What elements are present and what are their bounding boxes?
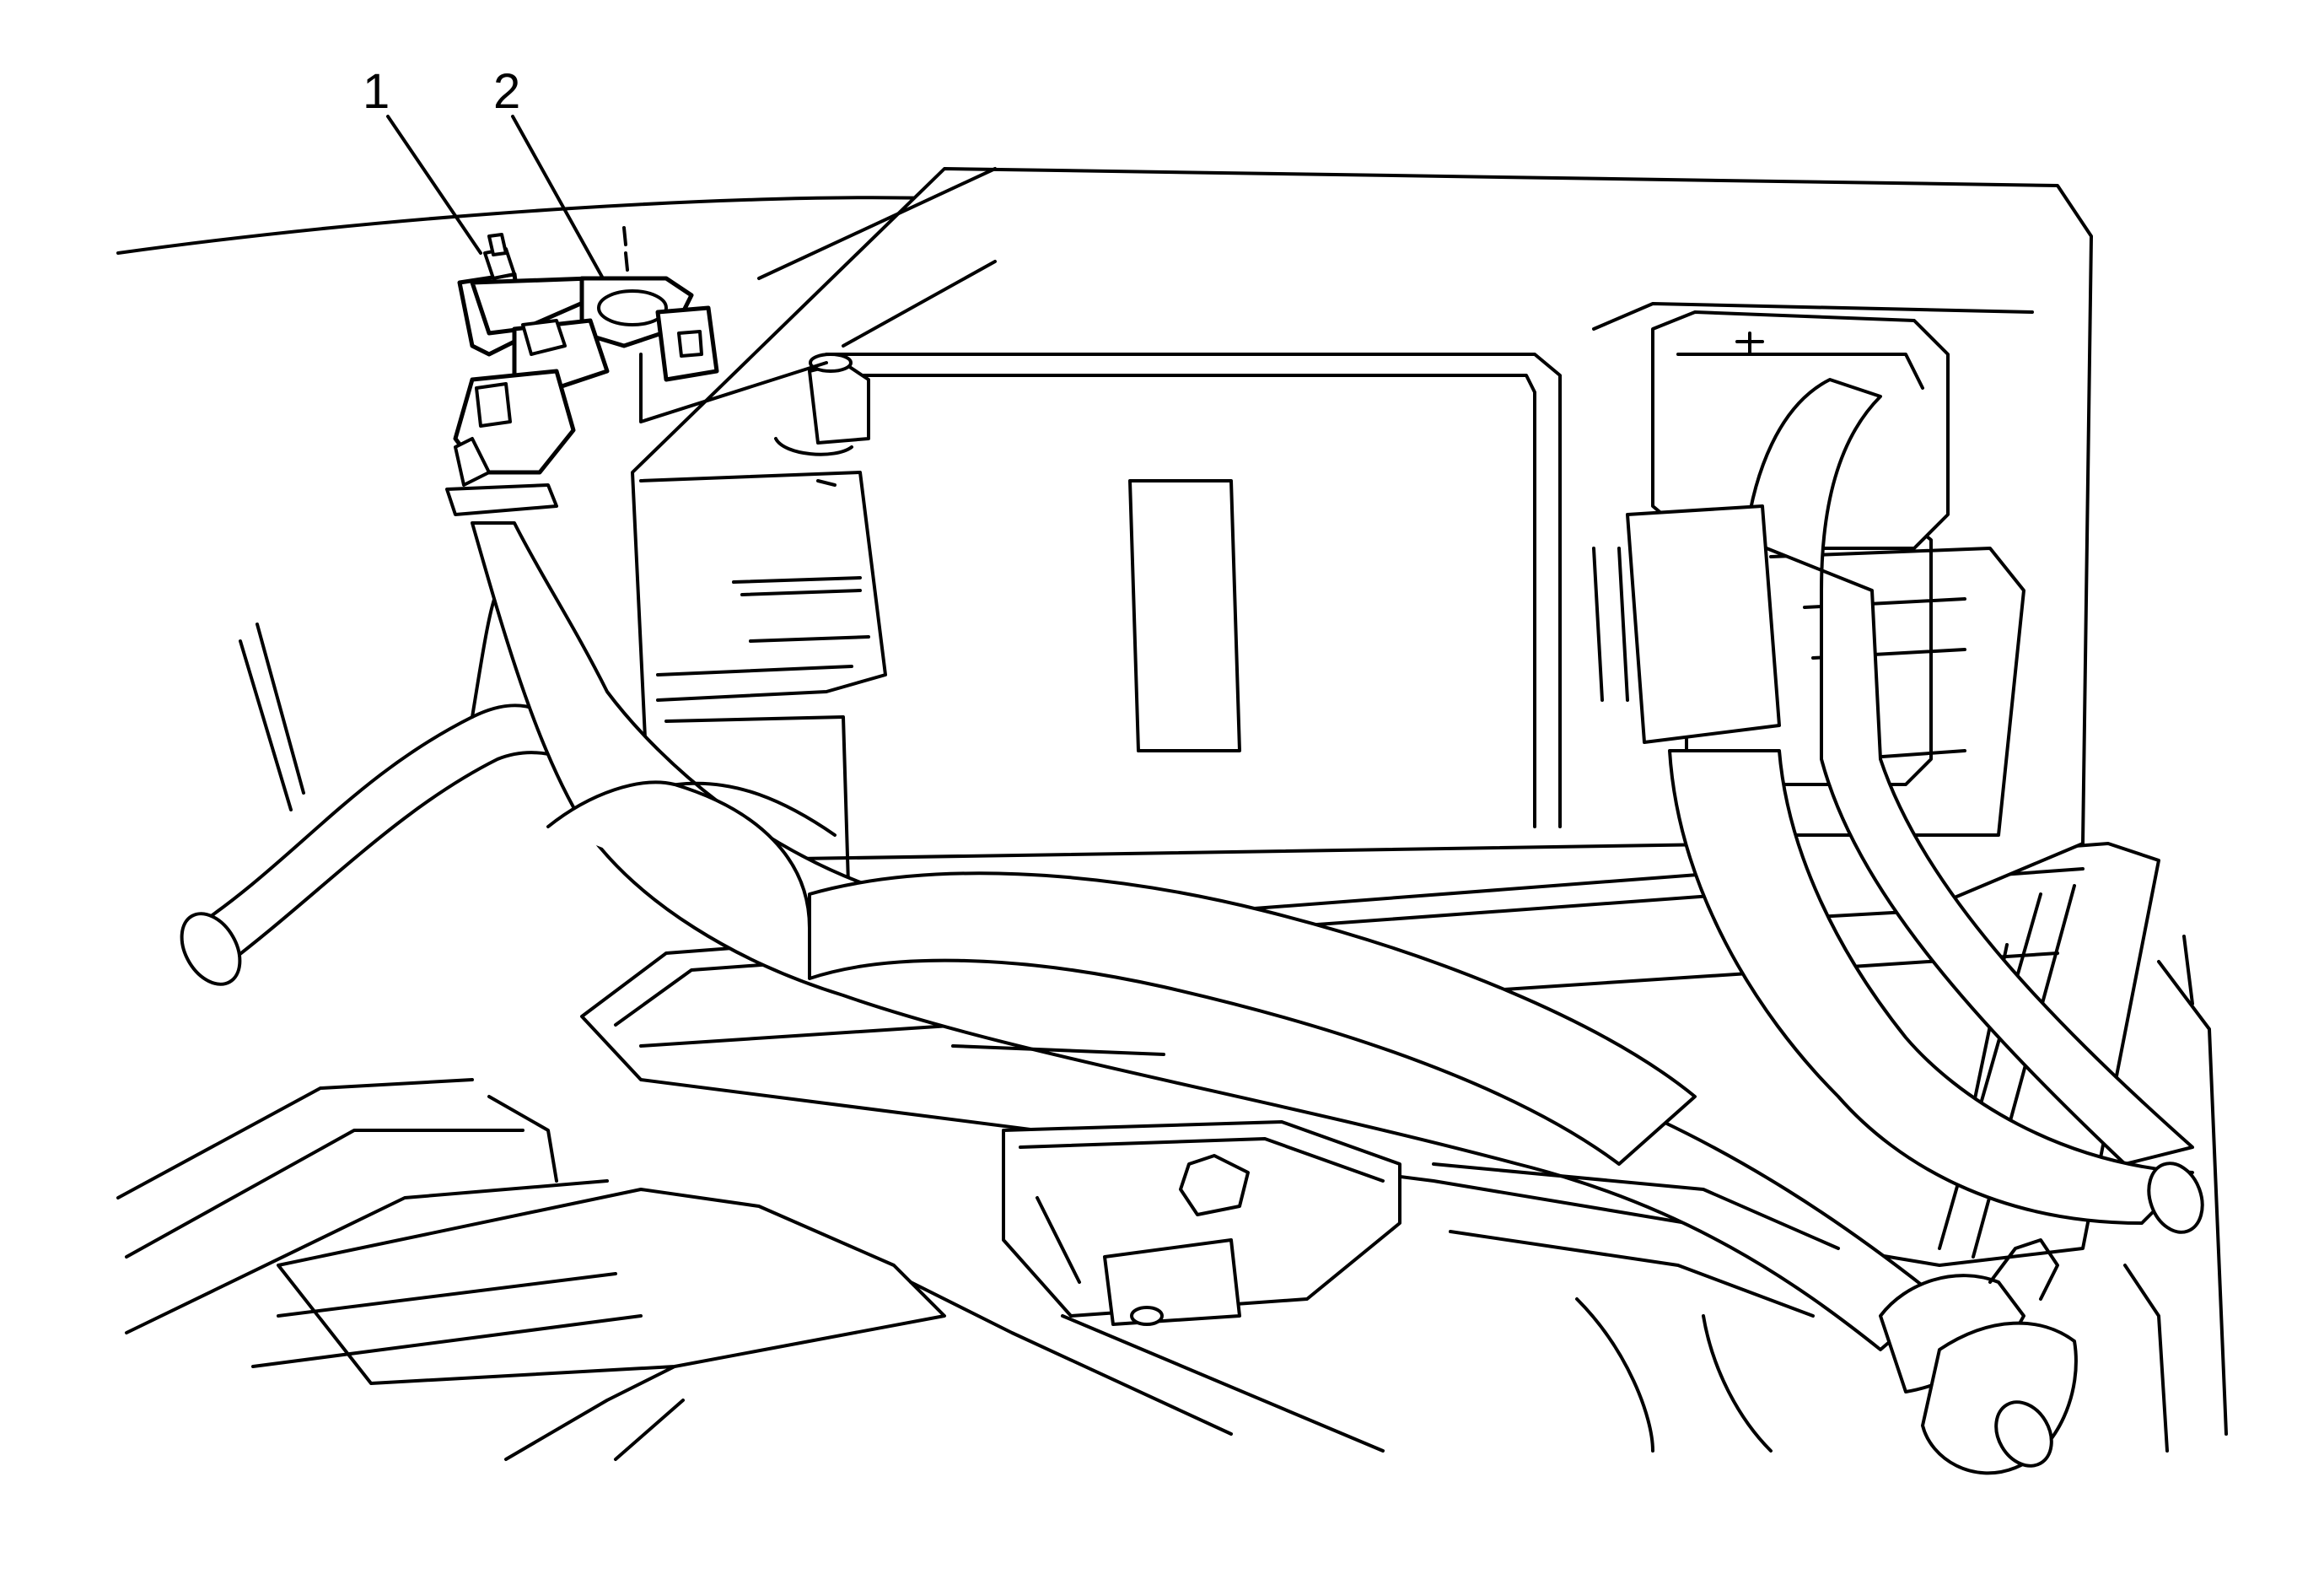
negative-cable-clamp (1879, 1238, 2078, 1475)
negative-post (774, 353, 870, 487)
lower-frame (116, 935, 2228, 1461)
callout-1-label: 1 (363, 64, 390, 119)
negative-terminal-clamp (445, 226, 828, 516)
hold-down-bracket (1002, 1120, 1401, 1326)
callout-2-label: 2 (493, 64, 520, 119)
positive-cable (1626, 378, 2204, 1234)
callout-2-leader (511, 115, 605, 280)
callout-leaders (386, 115, 605, 280)
callout-1-leader (386, 115, 482, 255)
negative-cable (471, 521, 1941, 1351)
